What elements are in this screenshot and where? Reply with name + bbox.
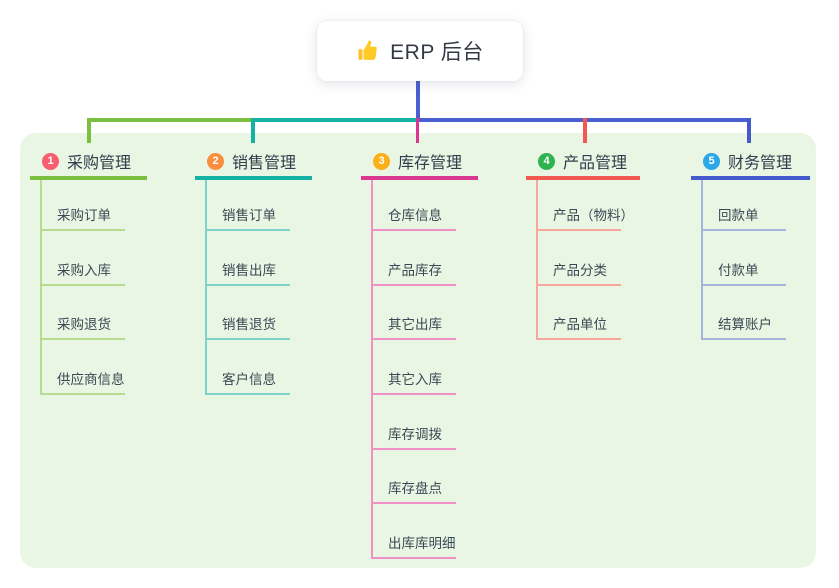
bus-line-2 xyxy=(251,118,416,122)
root-title: ERP 后台 xyxy=(390,41,484,64)
child-node[interactable]: 销售退货 xyxy=(222,317,276,332)
child-node[interactable]: 库存盘点 xyxy=(388,481,442,496)
child-underline xyxy=(371,284,456,286)
child-node[interactable]: 结算账户 xyxy=(718,317,772,332)
root-stem-line xyxy=(416,81,420,118)
child-node[interactable]: 采购订单 xyxy=(57,208,111,223)
child-node[interactable]: 其它入库 xyxy=(388,372,442,387)
drop-line-1 xyxy=(87,118,91,143)
child-node[interactable]: 库存调拨 xyxy=(388,427,442,442)
branch-number-badge: 3 xyxy=(373,152,390,170)
child-underline xyxy=(536,284,621,286)
branch-node-2[interactable]: 2 销售管理 xyxy=(207,148,296,174)
branch-label: 采购管理 xyxy=(67,155,132,172)
child-node[interactable]: 仓库信息 xyxy=(388,208,442,223)
child-underline xyxy=(40,393,125,395)
branch-label: 产品管理 xyxy=(563,155,628,172)
branch-label: 销售管理 xyxy=(232,155,297,172)
child-underline xyxy=(205,284,290,286)
child-node[interactable]: 出库库明细 xyxy=(388,536,456,551)
child-underline xyxy=(205,338,290,340)
child-node[interactable]: 回款单 xyxy=(718,208,759,223)
branch-label: 财务管理 xyxy=(728,155,793,172)
child-node[interactable]: 客户信息 xyxy=(222,372,276,387)
branch-underline xyxy=(195,176,312,180)
branches-panel xyxy=(20,133,816,568)
bus-line-1 xyxy=(87,118,255,122)
child-underline xyxy=(701,284,786,286)
child-node[interactable]: 付款单 xyxy=(718,263,759,278)
child-node[interactable]: 供应商信息 xyxy=(57,372,125,387)
branch-underline xyxy=(361,176,478,180)
branch-spine-line xyxy=(205,179,207,395)
child-underline xyxy=(205,229,290,231)
branch-label: 库存管理 xyxy=(398,155,463,172)
root-node[interactable]: ERP 后台 xyxy=(317,21,523,81)
branch-spine-line xyxy=(371,179,373,559)
child-underline xyxy=(371,393,456,395)
drop-line-5 xyxy=(747,118,751,143)
drop-line-4 xyxy=(583,118,587,143)
branch-number-badge: 4 xyxy=(538,152,555,170)
child-underline xyxy=(701,338,786,340)
branch-node-3[interactable]: 3 库存管理 xyxy=(373,148,462,174)
child-underline xyxy=(371,502,456,504)
child-node[interactable]: 销售订单 xyxy=(222,208,276,223)
branch-node-1[interactable]: 1 采购管理 xyxy=(42,148,131,174)
child-node[interactable]: 产品库存 xyxy=(388,263,442,278)
child-underline xyxy=(40,338,125,340)
child-underline xyxy=(371,557,456,559)
child-node[interactable]: 其它出库 xyxy=(388,317,442,332)
child-underline xyxy=(40,284,125,286)
branch-underline xyxy=(691,176,810,180)
child-underline xyxy=(371,229,456,231)
child-underline xyxy=(371,448,456,450)
drop-line-3 xyxy=(415,118,419,143)
branch-node-4[interactable]: 4 产品管理 xyxy=(538,148,627,174)
branch-underline xyxy=(526,176,640,180)
child-node[interactable]: 采购入库 xyxy=(57,263,111,278)
child-underline xyxy=(40,229,125,231)
child-underline xyxy=(536,338,621,340)
child-underline xyxy=(701,229,786,231)
branch-spine-line xyxy=(536,179,538,340)
child-underline xyxy=(536,229,621,231)
branch-spine-line xyxy=(701,179,703,340)
branch-node-5[interactable]: 5 财务管理 xyxy=(703,148,792,174)
drop-line-2 xyxy=(251,118,255,143)
branch-number-badge: 2 xyxy=(207,152,224,170)
child-underline xyxy=(205,393,290,395)
child-node[interactable]: 产品（物料） xyxy=(553,208,634,223)
child-node[interactable]: 采购退货 xyxy=(57,317,111,332)
child-node[interactable]: 产品分类 xyxy=(553,263,607,278)
thumbs-up-icon xyxy=(356,39,380,63)
child-node[interactable]: 销售出库 xyxy=(222,263,276,278)
child-node[interactable]: 产品单位 xyxy=(553,317,607,332)
branch-number-badge: 5 xyxy=(703,152,720,170)
branch-underline xyxy=(30,176,147,180)
branch-number-badge: 1 xyxy=(42,152,59,170)
branch-spine-line xyxy=(40,179,42,395)
child-underline xyxy=(371,338,456,340)
